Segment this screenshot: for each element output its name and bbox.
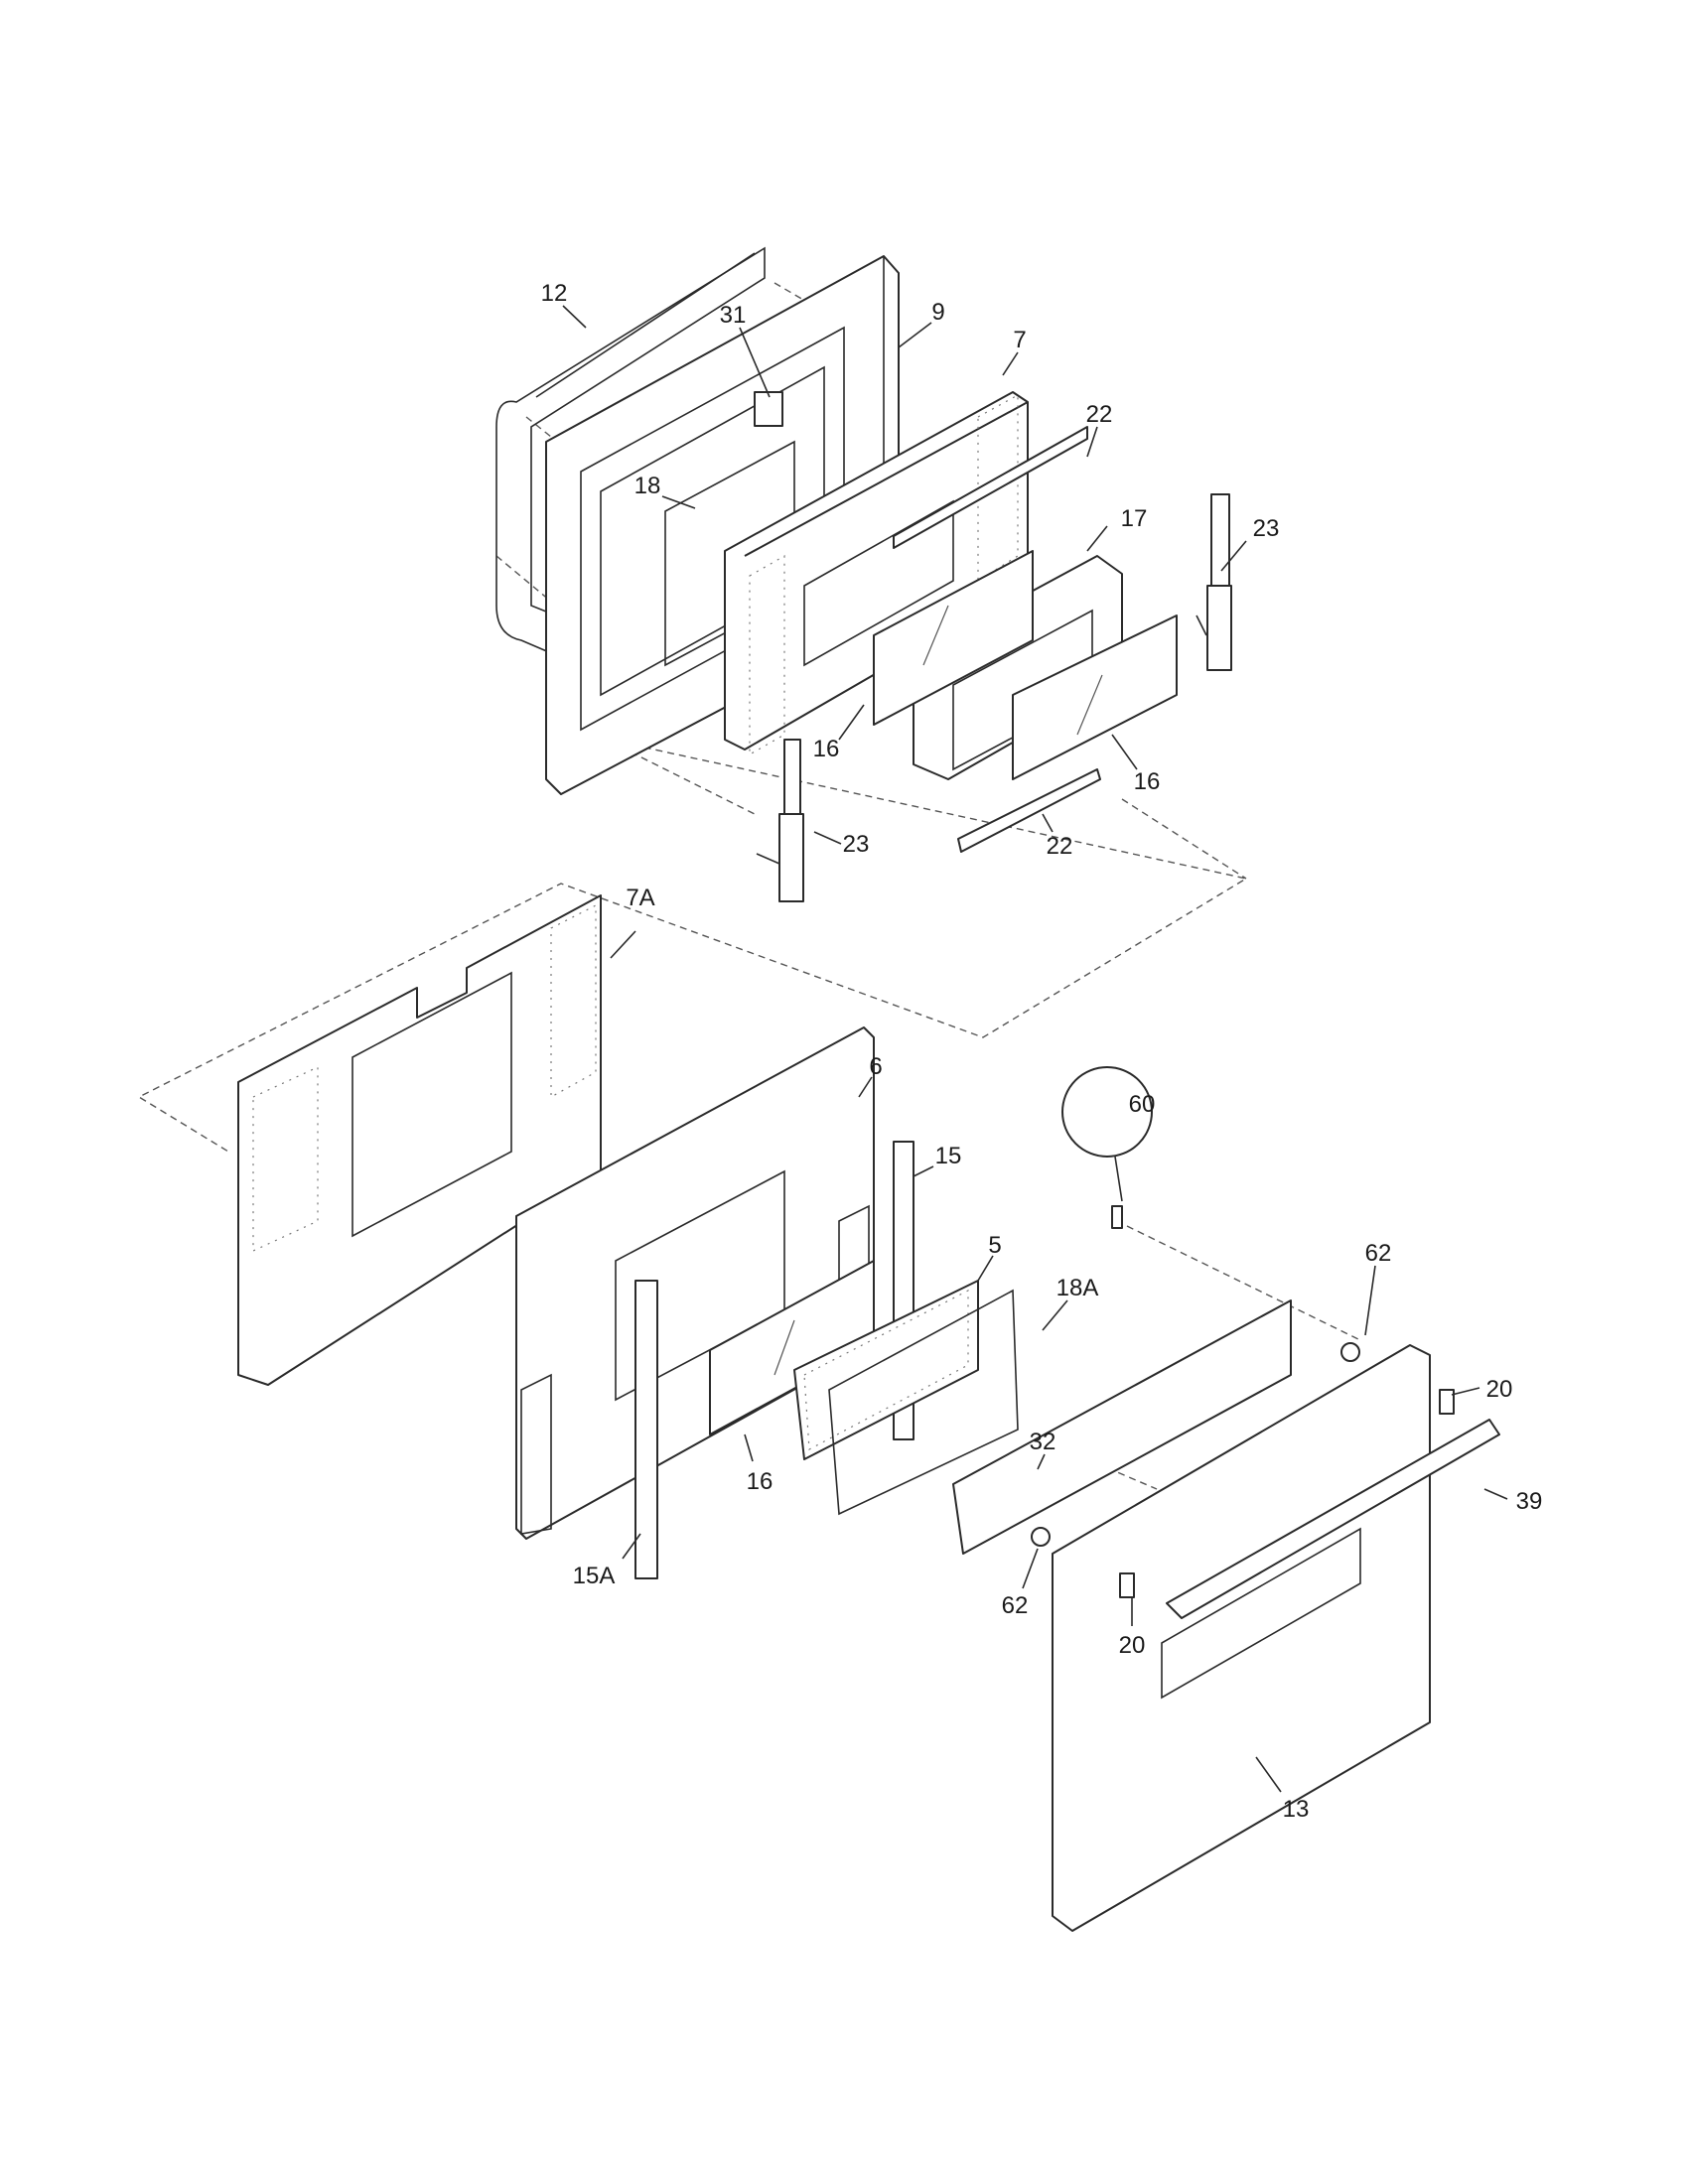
- part-7A-outer-insulation: [237, 894, 602, 1386]
- part-16-glass-panels-upper: [873, 550, 1178, 780]
- leader-lines: [562, 305, 1508, 1793]
- part-39-handle: [1166, 1419, 1500, 1619]
- part-18A-gasket: [828, 1289, 1019, 1516]
- callout-20-lower: 20: [1119, 1632, 1146, 1659]
- part-5-mesh-screen: [793, 1280, 979, 1460]
- callout-7A: 7A: [626, 885, 654, 911]
- callout-7: 7: [1013, 327, 1026, 353]
- part-31-bracket: [754, 391, 783, 427]
- part-22-upper-channel: [893, 426, 1088, 549]
- callout-20-upper: 20: [1486, 1376, 1513, 1403]
- callout-62-lower: 62: [1002, 1592, 1029, 1619]
- callout-labels: 12 31 9 7 22 18 17 23 16 16 23 22 7A 6 6…: [541, 280, 1543, 1823]
- callout-16-lower: 16: [747, 1468, 774, 1495]
- part-22-lower-channel: [957, 768, 1101, 853]
- part-13-outer-door: [1052, 1344, 1431, 1932]
- callout-15: 15: [935, 1143, 962, 1169]
- callout-6: 6: [869, 1053, 882, 1080]
- part-20-clips: [1119, 1389, 1455, 1598]
- callout-16-left: 16: [813, 736, 840, 762]
- callout-31: 31: [720, 302, 747, 329]
- callout-22-upper: 22: [1086, 401, 1113, 428]
- callout-9: 9: [931, 299, 944, 326]
- callout-18: 18: [634, 473, 661, 499]
- part-60-screw-detail: [1061, 1066, 1153, 1229]
- callout-23-left: 23: [843, 831, 870, 858]
- callout-32: 32: [1030, 1429, 1056, 1455]
- part-32-vent-panel: [952, 1299, 1292, 1555]
- part-15A-side-rail: [634, 1280, 658, 1579]
- callout-5: 5: [988, 1232, 1001, 1259]
- part-23-hinge-left: [756, 739, 804, 902]
- callout-60: 60: [1129, 1091, 1156, 1118]
- callout-23-right: 23: [1253, 515, 1280, 542]
- callout-39: 39: [1516, 1488, 1543, 1515]
- callout-17: 17: [1121, 505, 1148, 532]
- callout-16-right: 16: [1134, 768, 1161, 795]
- callout-18A: 18A: [1056, 1275, 1099, 1301]
- callout-62-upper: 62: [1365, 1240, 1392, 1267]
- part-62-washers: [1031, 1342, 1360, 1547]
- callout-13: 13: [1283, 1796, 1310, 1823]
- callout-12: 12: [541, 280, 568, 307]
- part-23-hinge-right: [1196, 493, 1232, 671]
- callout-15A: 15A: [573, 1563, 616, 1589]
- callout-22-lower: 22: [1047, 833, 1073, 860]
